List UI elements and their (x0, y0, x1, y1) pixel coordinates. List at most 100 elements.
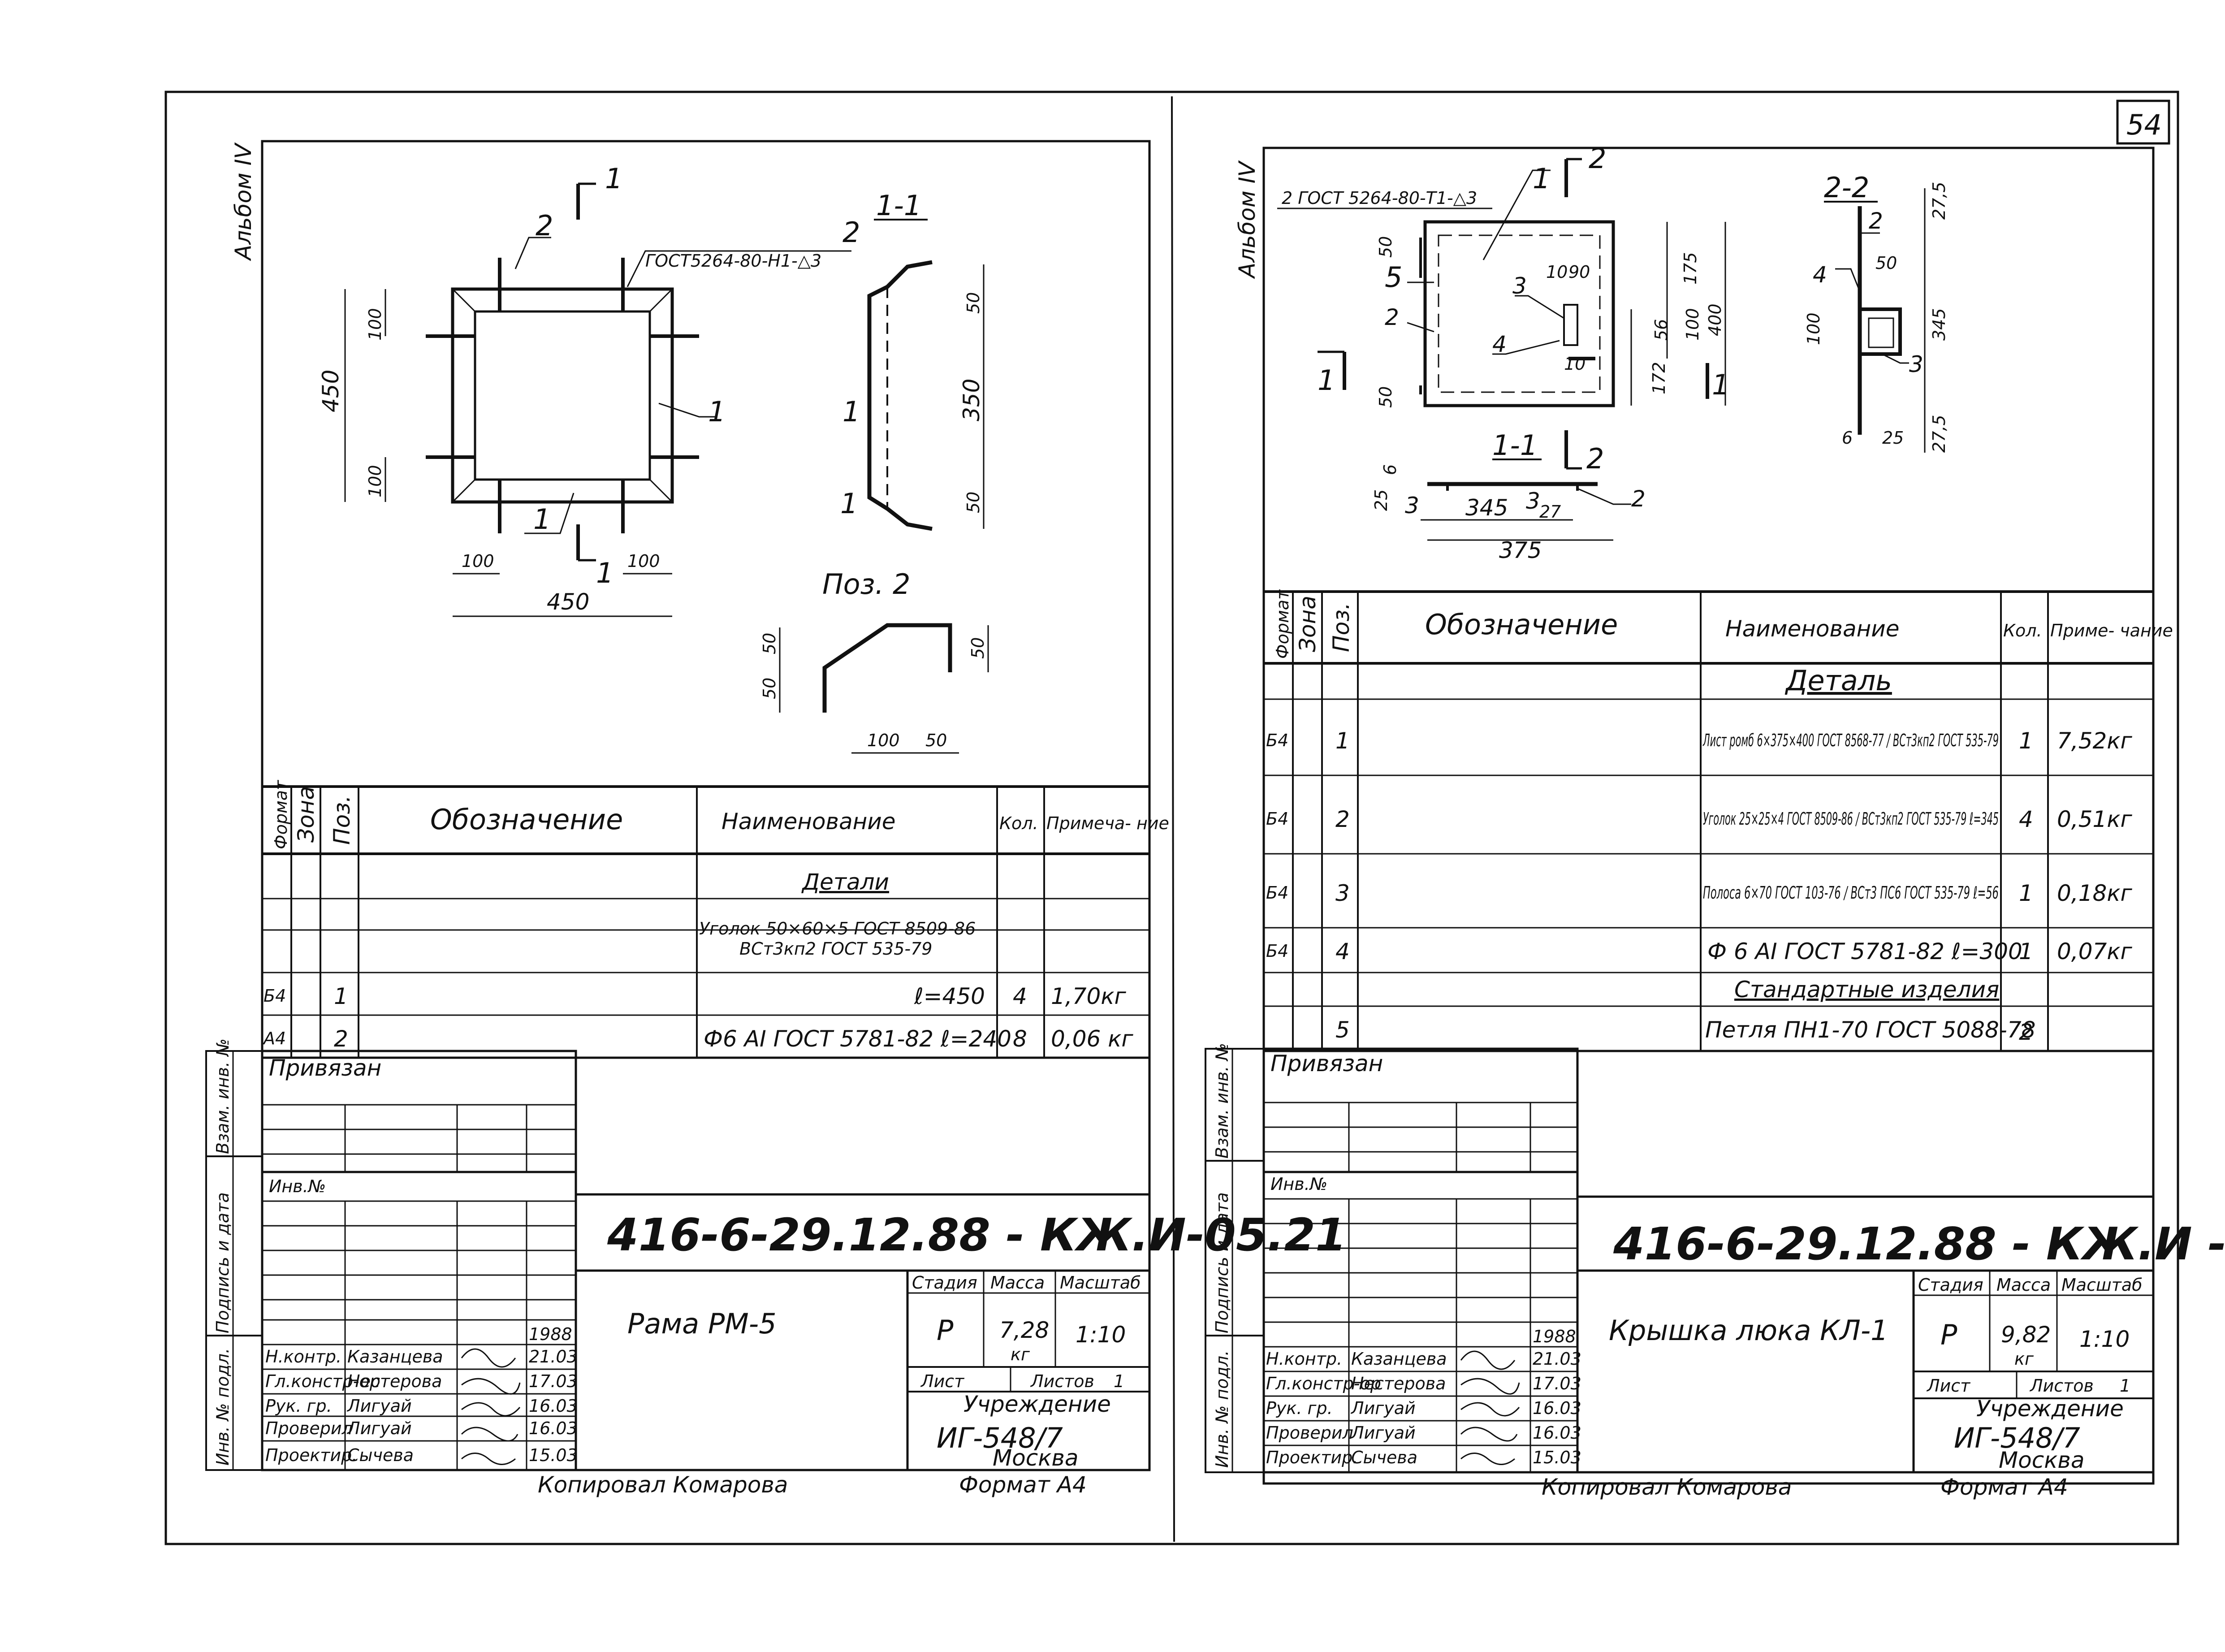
right-album-label: Альбом IV (1234, 160, 1260, 279)
dim-pos2-50d: 50 (925, 731, 947, 750)
row1-pos: 1 (334, 983, 348, 1009)
dim-section-50-bottom: 50 (963, 492, 983, 513)
r-weld-note: 2 ГОСТ 5264-80-Т1-△3 (1282, 188, 1477, 208)
hdr-format: Формат (271, 779, 291, 849)
r-row2-pos: 2 (1335, 806, 1350, 832)
section-pos-1a: 1 (842, 395, 860, 428)
dim-left-100-top: 100 (365, 308, 385, 341)
hdr-qty: Кол. (999, 813, 1038, 833)
r-dim-25-22: 25 (1882, 428, 1904, 448)
r-mass-unit: кг (2014, 1349, 2034, 1369)
r-sec22-pos2: 2 (1869, 208, 1883, 234)
r-hdr-zone: Зона (1295, 596, 1321, 652)
org-header: Учреждение (963, 1391, 1111, 1417)
r-privyazan: Привязан (1270, 1051, 1383, 1077)
r-row2-format: Б4 (1266, 809, 1288, 829)
r-staff-date-4: 16.03 (1533, 1423, 1581, 1443)
pos-1-leader-label: 1 (708, 395, 726, 428)
row2-note: 0,06 кг (1051, 1026, 1133, 1052)
outer-frame (164, 91, 2179, 1545)
r-side-podpis: Подпись и дата (1212, 1192, 1232, 1333)
r-hdr-format: Формат (1273, 589, 1292, 659)
kl1-section-2-2: 2-2 4 3 2 27,5 50 345 100 6 25 27,5 (1804, 171, 1949, 453)
side-vzam: Взам. инв. № (213, 1038, 233, 1154)
r-sec-mark-1b: 1 (1318, 364, 1335, 397)
kl1-plan-view: 2 ГОСТ 5264-80-Т1-△3 2 1 1 1 3 4 (1277, 142, 1729, 408)
staff-name-2: Нестерова (347, 1371, 442, 1391)
r-dim-100-22: 100 (1804, 312, 1823, 345)
staff-name-1: Казанцева (347, 1347, 443, 1367)
center-fold-line (1171, 96, 1175, 1542)
dim-pos2-50b: 50 (760, 678, 779, 699)
r-scale-header: Масштаб (2061, 1275, 2143, 1295)
r-row2-note: 0,51кг (2057, 806, 2133, 832)
staff-date-2: 17.03 (529, 1371, 578, 1391)
r-sec22-title: 2-2 (1824, 171, 1869, 204)
r-sec11-pos3a: 3 (1405, 493, 1419, 519)
r-dim-25-11: 25 (1371, 489, 1391, 511)
r-dim-27-11: 27 (1539, 502, 1561, 522)
r-row2-qty: 4 (2019, 806, 2033, 832)
r-pos-1: 1 (1533, 162, 1550, 195)
staff-role-3: Рук. гр. (265, 1396, 332, 1416)
r-sheets-value: 1 (2120, 1376, 2130, 1396)
staff-name-4: Лигуай (346, 1418, 412, 1438)
right-title-block: Взам. инв. № Подпись и дата Инв. № подл.… (1205, 1043, 2225, 1500)
r-hdr-name: Наименование (1725, 616, 1900, 642)
r-dim-56: 56 (1651, 319, 1671, 341)
pos-2-title: Поз. 2 (822, 568, 910, 601)
sheets-value: 1 (1114, 1371, 1124, 1391)
r-hdr-pos: Поз. (1328, 602, 1354, 652)
r-dim-275b: 27,5 (1929, 415, 1949, 453)
sheet-header: Лист (920, 1371, 965, 1391)
right-sheet: Альбом IV 2 ГОСТ 5264-80-Т1-△3 2 1 1 1 3 (1205, 142, 2225, 1500)
r-dim-100: 100 (1683, 308, 1702, 341)
doc-title: Рама РМ-5 (627, 1307, 777, 1340)
r-dim-275a: 27,5 (1929, 182, 1949, 220)
privyazan: Привязан (269, 1055, 381, 1081)
section-mark-label: 1 (605, 162, 622, 195)
spec-angle-line2: ВСт3кп2 ГОСТ 535-79 (739, 939, 932, 959)
format-label: Формат А4 (959, 1472, 1087, 1498)
r-section-standard: Стандартные изделия (1734, 977, 1999, 1003)
stage-value: Р (937, 1314, 954, 1347)
r-dim-10a: 10 (1546, 262, 1568, 282)
section-pos-2: 2 (842, 216, 860, 249)
r-row1-pos: 1 (1335, 728, 1350, 754)
r-sec-mark-2: 2 (1589, 142, 1606, 175)
r-staff-name-3: Лигуай (1350, 1398, 1416, 1418)
r-stage-header: Стадия (1918, 1275, 1983, 1295)
r-row3-pos: 3 (1335, 880, 1350, 906)
r-row4-qty: 1 (2019, 938, 2033, 964)
r-row4-pos: 4 (1335, 938, 1350, 964)
row1-qty: 4 (1013, 983, 1027, 1009)
stage-header: Стадия (912, 1273, 977, 1293)
r-sec-mark-1: 1 (1712, 368, 1729, 401)
r-pos-5: 5 (1385, 261, 1402, 294)
weld-note: ГОСТ5264-80-Н1-△3 (645, 251, 821, 271)
r-row1-qty: 1 (2019, 728, 2033, 754)
rm5-plan-view: 1 1 2 ГОСТ5264-80-Н1-△3 1 1 100 100 450 … (318, 162, 851, 617)
r-sheet-header: Лист (1926, 1376, 1971, 1396)
r-row4-name: Ф 6 АI ГОСТ 5781-82 ℓ=300 (1707, 938, 2022, 964)
r-row1-note: 7,52кг (2057, 728, 2133, 754)
r-row5-qty: 2 (2019, 1019, 2033, 1045)
r-hdr-designation: Обозначение (1425, 608, 1618, 641)
r-row3-note: 0,18кг (2057, 880, 2133, 906)
dim-left-100-bottom: 100 (365, 465, 385, 497)
r-dim-345-11: 345 (1465, 495, 1508, 521)
r-dim-400: 400 (1705, 303, 1725, 336)
dim-section-350: 350 (959, 379, 985, 421)
dim-bottom-100-left: 100 (462, 551, 494, 571)
staff-date-5: 15.03 (529, 1445, 578, 1465)
page-number-box (2116, 99, 2170, 145)
staff-name-5: Сычева (347, 1445, 414, 1465)
r-row3-format: Б4 (1266, 883, 1288, 903)
kl1-section-1-1: 1-1 2 2 3 3 6 25 345 27 375 (1371, 429, 1646, 563)
r-pos-3: 3 (1512, 273, 1527, 299)
org-city: Москва (993, 1445, 1079, 1471)
r-sec11-pos2: 2 (1631, 486, 1646, 512)
r-row5-name: Петля ПН1-70 ГОСТ 5088-78 (1705, 1017, 2035, 1043)
r-dim-10b: 10 (1564, 354, 1586, 374)
r-dim-345-22: 345 (1929, 308, 1949, 341)
